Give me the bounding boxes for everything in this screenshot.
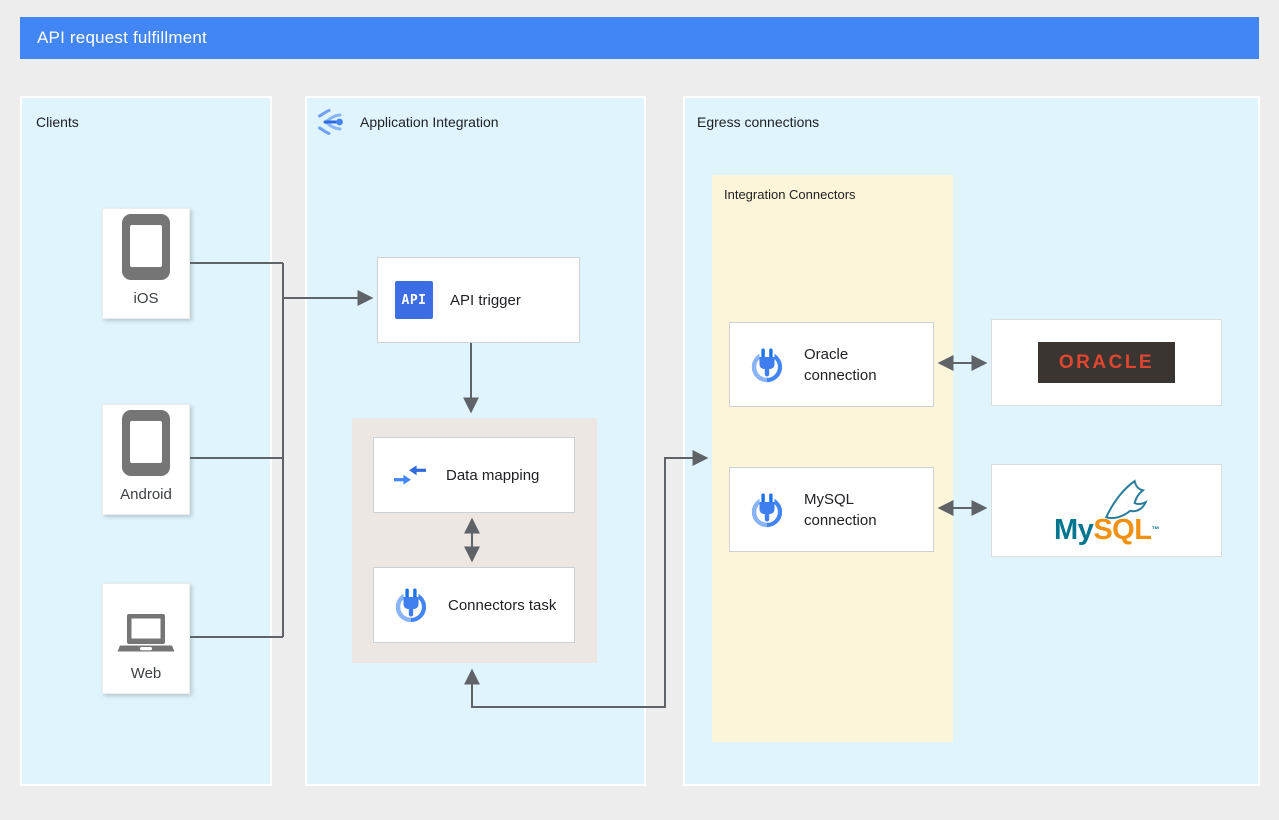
api-trigger-label: API trigger bbox=[450, 291, 521, 309]
application-integration-icon bbox=[315, 105, 347, 139]
mysql-connection-label: MySQL connection bbox=[804, 490, 877, 529]
mysql-logo-sql: SQL bbox=[1093, 513, 1152, 546]
application-integration-panel-title: Application Integration bbox=[360, 114, 499, 130]
mysql-database-box: MySQL™ bbox=[991, 464, 1222, 557]
application-integration-header: Application Integration bbox=[315, 105, 499, 139]
clients-panel-title: Clients bbox=[36, 114, 79, 130]
api-trigger-icon: API bbox=[395, 281, 433, 319]
phone-icon bbox=[122, 214, 170, 280]
web-client-card: Web bbox=[102, 583, 190, 694]
oracle-connection-label: Oracle connection bbox=[804, 345, 877, 384]
data-mapping-icon bbox=[391, 459, 429, 491]
mysql-dolphin-icon bbox=[1104, 478, 1148, 519]
integration-connectors-group: Integration Connectors bbox=[712, 175, 953, 742]
mysql-logo-my: My bbox=[1054, 513, 1094, 546]
mysql-connection-node: MySQL connection bbox=[729, 467, 934, 552]
data-mapping-node: Data mapping bbox=[373, 437, 575, 513]
connectors-icon bbox=[391, 585, 431, 625]
mysql-trademark: ™ bbox=[1151, 524, 1159, 534]
ios-client-card: iOS bbox=[102, 208, 190, 319]
oracle-connection-node: Oracle connection bbox=[729, 322, 934, 407]
connectors-icon bbox=[747, 345, 787, 385]
integration-connectors-label: Integration Connectors bbox=[724, 187, 856, 202]
phone-icon bbox=[122, 410, 170, 476]
oracle-database-box: ORACLE bbox=[991, 319, 1222, 406]
laptop-icon bbox=[117, 613, 175, 655]
egress-panel-title: Egress connections bbox=[697, 114, 820, 130]
api-trigger-node: API API trigger bbox=[377, 257, 580, 343]
android-label: Android bbox=[120, 486, 172, 503]
connectors-task-node: Connectors task bbox=[373, 567, 575, 643]
connectors-icon bbox=[747, 490, 787, 530]
oracle-logo: ORACLE bbox=[1038, 342, 1175, 383]
connectors-task-label: Connectors task bbox=[448, 596, 557, 614]
diagram-title: API request fulfillment bbox=[37, 28, 207, 47]
android-client-card: Android bbox=[102, 404, 190, 515]
ios-label: iOS bbox=[133, 290, 159, 307]
data-mapping-label: Data mapping bbox=[446, 466, 540, 484]
diagram-title-bar: API request fulfillment bbox=[20, 17, 1259, 59]
mysql-logo: MySQL™ bbox=[1052, 477, 1162, 545]
web-label: Web bbox=[130, 665, 162, 682]
